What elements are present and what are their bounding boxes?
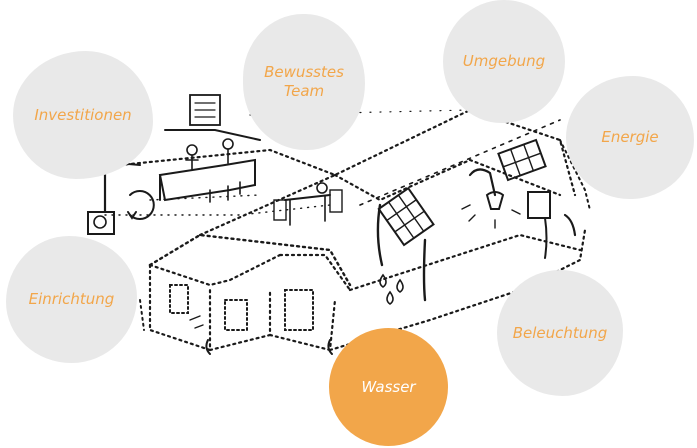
topic-wasser-label: Wasser bbox=[361, 377, 416, 396]
topic-einrichtung[interactable]: Einrichtung bbox=[6, 236, 137, 363]
topic-bewusstes-team[interactable]: Bewusstes Team bbox=[243, 14, 365, 150]
topic-bewusstes-team-label: Bewusstes Team bbox=[264, 63, 344, 100]
topic-energie[interactable]: Energie bbox=[566, 76, 694, 199]
topic-umgebung[interactable]: Umgebung bbox=[443, 0, 565, 123]
topic-investitionen-label: Investitionen bbox=[34, 105, 132, 124]
topic-wasser[interactable]: Wasser bbox=[329, 328, 448, 446]
topic-beleuchtung[interactable]: Beleuchtung bbox=[497, 270, 623, 396]
topic-umgebung-label: Umgebung bbox=[462, 52, 546, 70]
topic-einrichtung-label: Einrichtung bbox=[28, 290, 115, 308]
topic-beleuchtung-label: Beleuchtung bbox=[512, 323, 608, 342]
topic-investitionen[interactable]: Investitionen bbox=[13, 51, 153, 179]
topic-energie-label: Energie bbox=[601, 128, 659, 146]
